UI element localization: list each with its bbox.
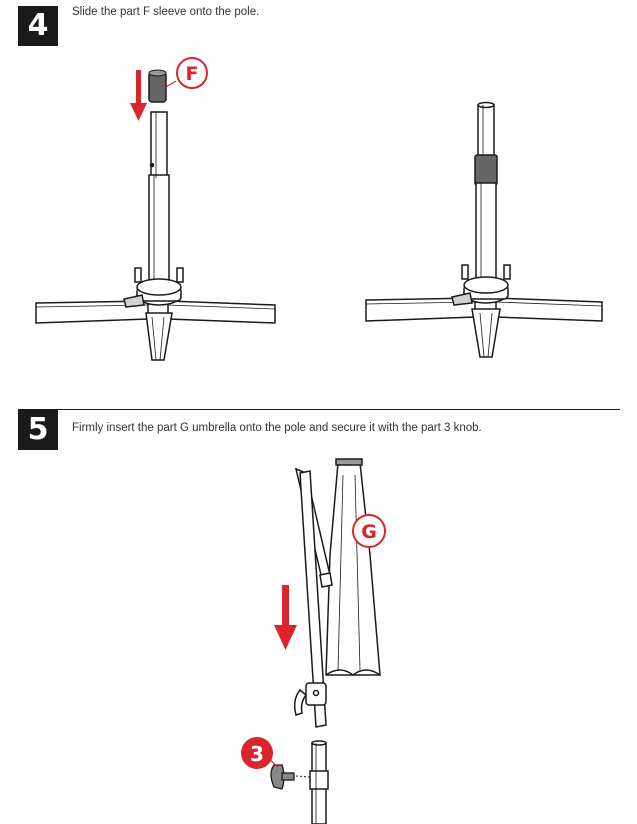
step-4-illustration-after [365,101,603,358]
umbrella-arm [293,467,333,728]
callout-f: F [165,57,208,89]
callout-3: 3 [241,737,279,769]
sleeve-part-f [148,69,167,103]
step-5-badge: 5 [18,410,58,450]
callout-3-label: 3 [250,742,264,766]
down-arrow-icon [130,70,147,121]
step-4-badge: 4 [18,6,58,46]
down-arrow-icon [274,585,297,650]
callout-f-label: F [186,63,199,85]
pole [148,111,170,296]
pole-with-sleeve [474,101,498,294]
umbrella-part-g [325,458,381,676]
cross-base [35,267,276,361]
step-5-instruction: Firmly insert the part G umbrella onto t… [72,422,482,434]
step-4-instruction: Slide the part F sleeve onto the pole. [72,6,260,18]
knob-part-3 [270,764,311,790]
callout-g: G [352,514,386,548]
callout-g-label: G [361,521,377,543]
cross-base [365,264,603,358]
lower-pole [309,740,329,824]
step-5-divider [18,409,620,410]
step-5-illustration: 3 G [241,458,386,824]
step-4-illustration-before: F [35,57,276,361]
